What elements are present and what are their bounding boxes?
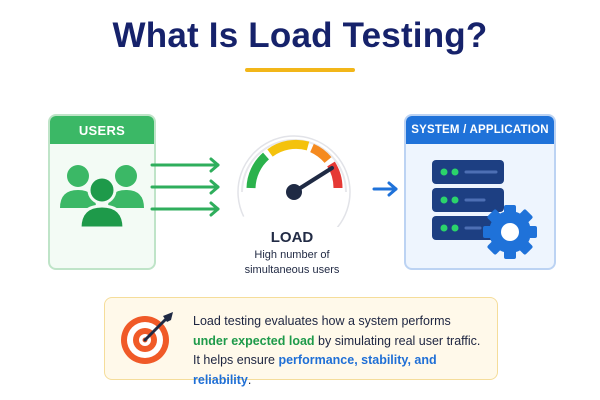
system-header: SYSTEM / APPLICATION (406, 116, 554, 144)
page-title: What Is Load Testing? (112, 16, 488, 55)
benefits-highlight: performance, stability, and reliability (193, 353, 437, 387)
server-gear-icon (432, 160, 537, 259)
gear-icon (483, 205, 537, 259)
users-group-icon (60, 165, 144, 230)
info-line-3: It helps ensure performance, stability, … (193, 353, 437, 387)
gauge-zone-red (327, 161, 343, 189)
gauge-zone-green (246, 152, 270, 189)
users-panel: USERS (48, 114, 156, 270)
system-panel: SYSTEM / APPLICATION (404, 114, 556, 270)
expected-load-highlight: under expected load (193, 333, 315, 348)
info-text: Load testing evaluates how a system perf… (193, 312, 493, 390)
info-callout: Load testing evaluates how a system perf… (104, 297, 498, 387)
gauge-zone-yellow (267, 139, 310, 157)
traffic-arrows (150, 157, 220, 217)
target-icon (121, 312, 173, 364)
info-line-1: Load testing evaluates how a system perf… (193, 314, 451, 328)
load-description: High number of simultaneous users (244, 249, 340, 276)
title-underline (245, 68, 355, 72)
gauge-zone-orange (309, 143, 332, 164)
load-gauge-icon (237, 135, 351, 227)
load-label: LOAD (270, 229, 314, 246)
users-header: USERS (50, 116, 154, 144)
to-system-arrow-icon (372, 181, 398, 197)
info-line-2: under expected load by simulating real u… (193, 333, 481, 348)
